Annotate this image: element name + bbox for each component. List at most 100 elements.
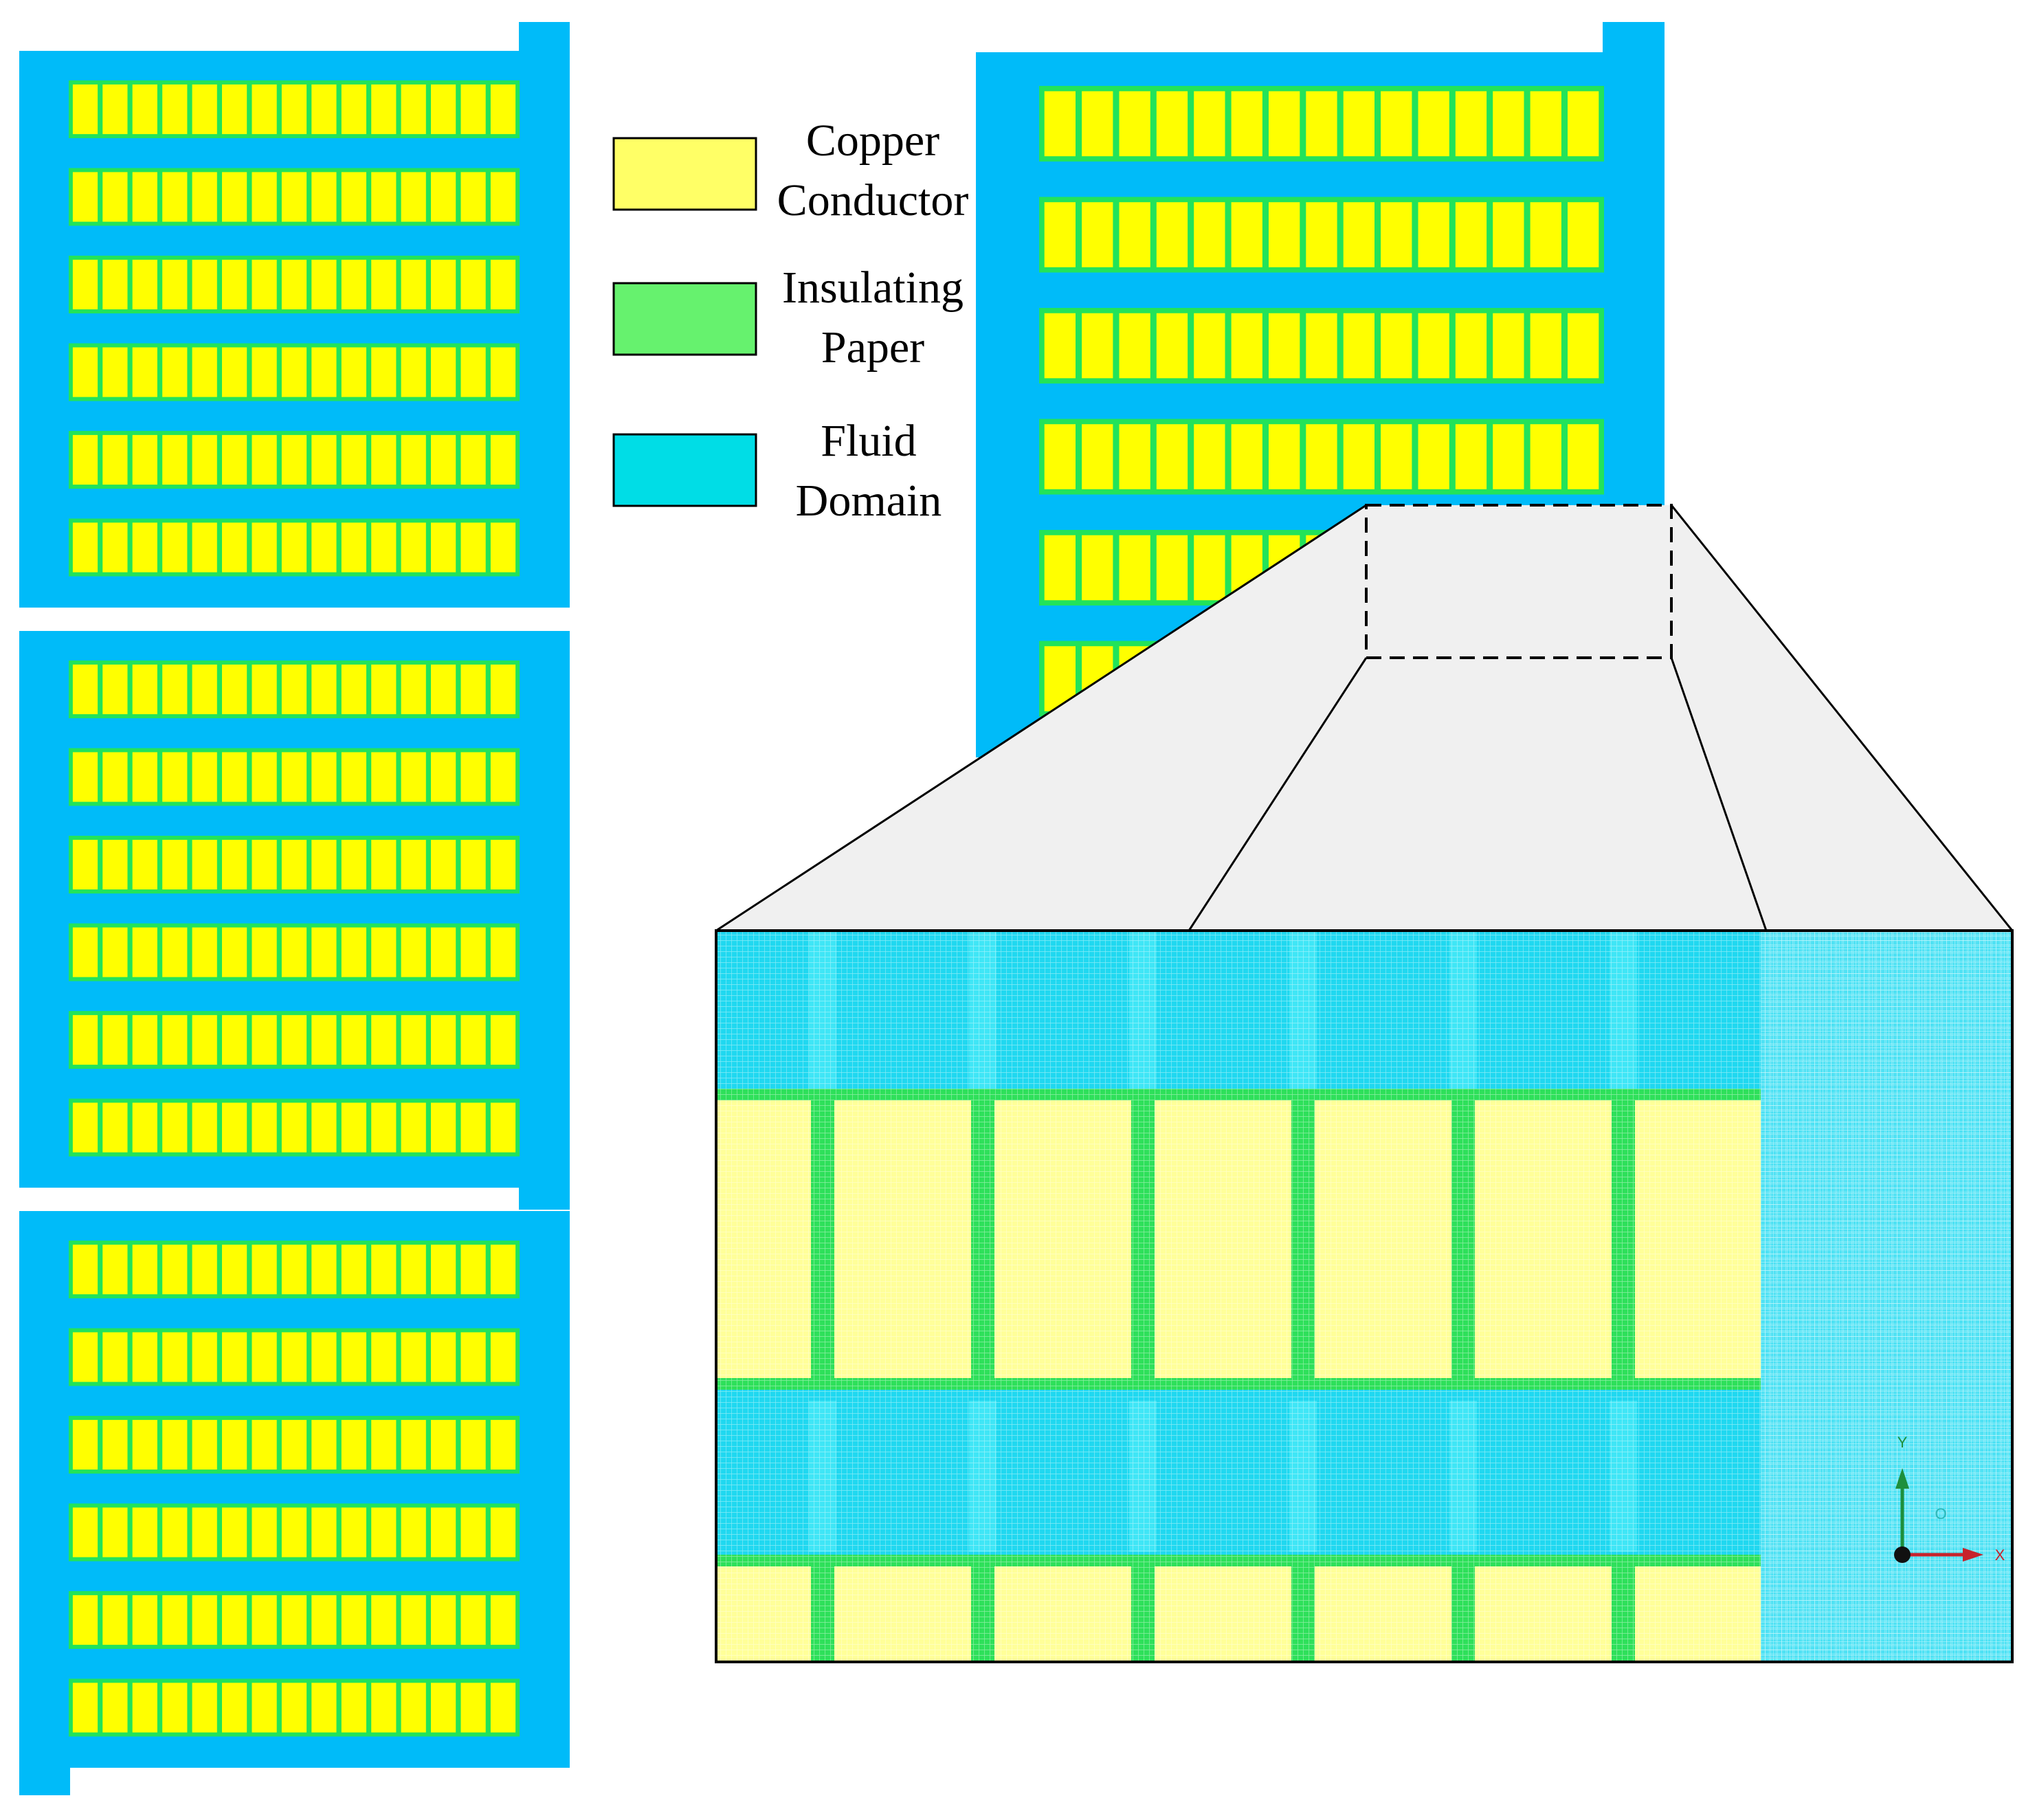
copper-turn	[371, 172, 397, 222]
copper-turn	[1044, 313, 1076, 379]
legend-swatch-copper	[612, 137, 757, 211]
zoom-guide-inner-right	[1670, 657, 1768, 931]
copper-turn	[162, 1595, 188, 1645]
copper-turn	[162, 1507, 188, 1557]
copper-turn	[311, 347, 337, 397]
axis-origin-label: O	[1935, 1505, 1946, 1522]
legend-item-fluid: Fluid Domain	[612, 416, 942, 526]
copper-turn	[431, 1507, 456, 1557]
copper-turn	[341, 1507, 366, 1557]
copper-turn	[401, 1683, 426, 1733]
copper-turn	[1082, 535, 1113, 601]
copper-turn	[132, 1507, 157, 1557]
copper-turn	[401, 522, 426, 573]
copper-turn	[1343, 313, 1374, 379]
winding-section	[19, 631, 570, 1210]
copper-turn	[341, 1595, 366, 1645]
mesh-zoom-frame	[715, 929, 2014, 1663]
copper-turn	[192, 1419, 217, 1470]
copper-turn	[1530, 313, 1561, 379]
copper-turn	[132, 347, 157, 397]
winding-disc	[69, 836, 520, 894]
copper-turn	[1418, 91, 1449, 157]
zoom-guide-inner-left	[1188, 657, 1368, 931]
copper-turn	[102, 1595, 128, 1645]
copper-turn	[341, 839, 366, 890]
zoom-guide-outer-right	[1670, 504, 2014, 931]
copper-turn	[1231, 202, 1262, 267]
copper-turn	[490, 839, 516, 890]
legend-label-fluid-line1: Fluid	[821, 416, 916, 466]
copper-turn	[222, 1014, 247, 1065]
copper-turn	[222, 1507, 247, 1557]
copper-turn	[1343, 202, 1374, 267]
copper-turn	[1156, 535, 1188, 601]
copper-turn	[192, 752, 217, 802]
copper-turn	[162, 1419, 188, 1470]
copper-turn	[72, 1595, 98, 1645]
copper-turn	[1269, 202, 1300, 267]
winding-disc	[69, 518, 520, 577]
copper-turn	[401, 1595, 426, 1645]
copper-turn	[1119, 313, 1150, 379]
winding-disc	[1039, 86, 1604, 162]
copper-turn	[371, 927, 397, 977]
copper-turn	[1231, 91, 1262, 157]
copper-turn	[1493, 202, 1524, 267]
copper-turn	[1082, 91, 1113, 157]
copper-turn	[371, 1244, 397, 1295]
copper-turn	[460, 1102, 486, 1153]
copper-turn	[401, 84, 426, 135]
copper-turn	[371, 664, 397, 715]
copper-turn	[132, 927, 157, 977]
copper-turn	[132, 1244, 157, 1295]
copper-turn	[371, 752, 397, 802]
copper-turn	[1156, 91, 1188, 157]
copper-turn	[102, 1332, 128, 1382]
copper-turn	[1044, 91, 1076, 157]
copper-turn	[132, 434, 157, 485]
copper-turn	[311, 259, 337, 310]
copper-turn	[281, 1507, 307, 1557]
copper-turn	[371, 434, 397, 485]
copper-turn	[192, 664, 217, 715]
copper-turn	[311, 927, 337, 977]
copper-turn	[341, 259, 366, 310]
copper-turn	[281, 1244, 307, 1295]
copper-turn	[431, 434, 456, 485]
copper-turn	[132, 1419, 157, 1470]
copper-turn	[222, 839, 247, 890]
copper-turn	[311, 434, 337, 485]
copper-turn	[1156, 202, 1188, 267]
copper-turn	[431, 347, 456, 397]
copper-turn	[401, 1014, 426, 1065]
copper-turn	[1418, 424, 1449, 489]
copper-turn	[311, 1332, 337, 1382]
copper-turn	[72, 1014, 98, 1065]
copper-turn	[192, 434, 217, 485]
copper-turn	[102, 1419, 128, 1470]
copper-turn	[162, 522, 188, 573]
copper-turn	[490, 927, 516, 977]
copper-turn	[401, 1244, 426, 1295]
copper-turn	[1381, 313, 1412, 379]
copper-turn	[162, 839, 188, 890]
axis-x-arrowhead-icon	[1963, 1548, 1983, 1562]
copper-turn	[72, 839, 98, 890]
copper-turn	[222, 259, 247, 310]
copper-turn	[162, 84, 188, 135]
copper-turn	[341, 522, 366, 573]
copper-turn	[132, 664, 157, 715]
copper-turn	[281, 434, 307, 485]
copper-turn	[281, 1683, 307, 1733]
copper-turn	[371, 1014, 397, 1065]
copper-turn	[460, 1014, 486, 1065]
copper-turn	[371, 522, 397, 573]
copper-turn	[72, 259, 98, 310]
copper-turn	[72, 172, 98, 222]
copper-turn	[401, 434, 426, 485]
copper-turn	[102, 839, 128, 890]
copper-turn	[192, 172, 217, 222]
copper-turn	[72, 434, 98, 485]
copper-turn	[72, 522, 98, 573]
